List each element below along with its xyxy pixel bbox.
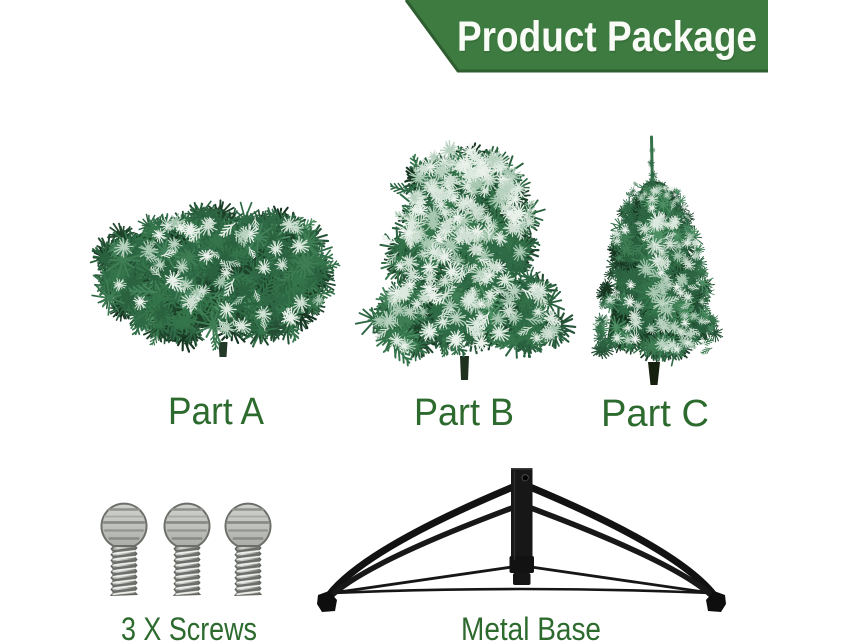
svg-text:Metal Base: Metal Base <box>461 611 601 643</box>
svg-text:3 X Screws: 3 X Screws <box>121 611 257 643</box>
svg-text:Part C: Part C <box>601 393 709 435</box>
svg-text:Product Package: Product Package <box>458 15 758 63</box>
svg-text:Part B: Part B <box>414 392 514 434</box>
svg-text:Product Package: Product Package <box>457 13 757 61</box>
svg-text:Part A: Part A <box>168 391 265 433</box>
